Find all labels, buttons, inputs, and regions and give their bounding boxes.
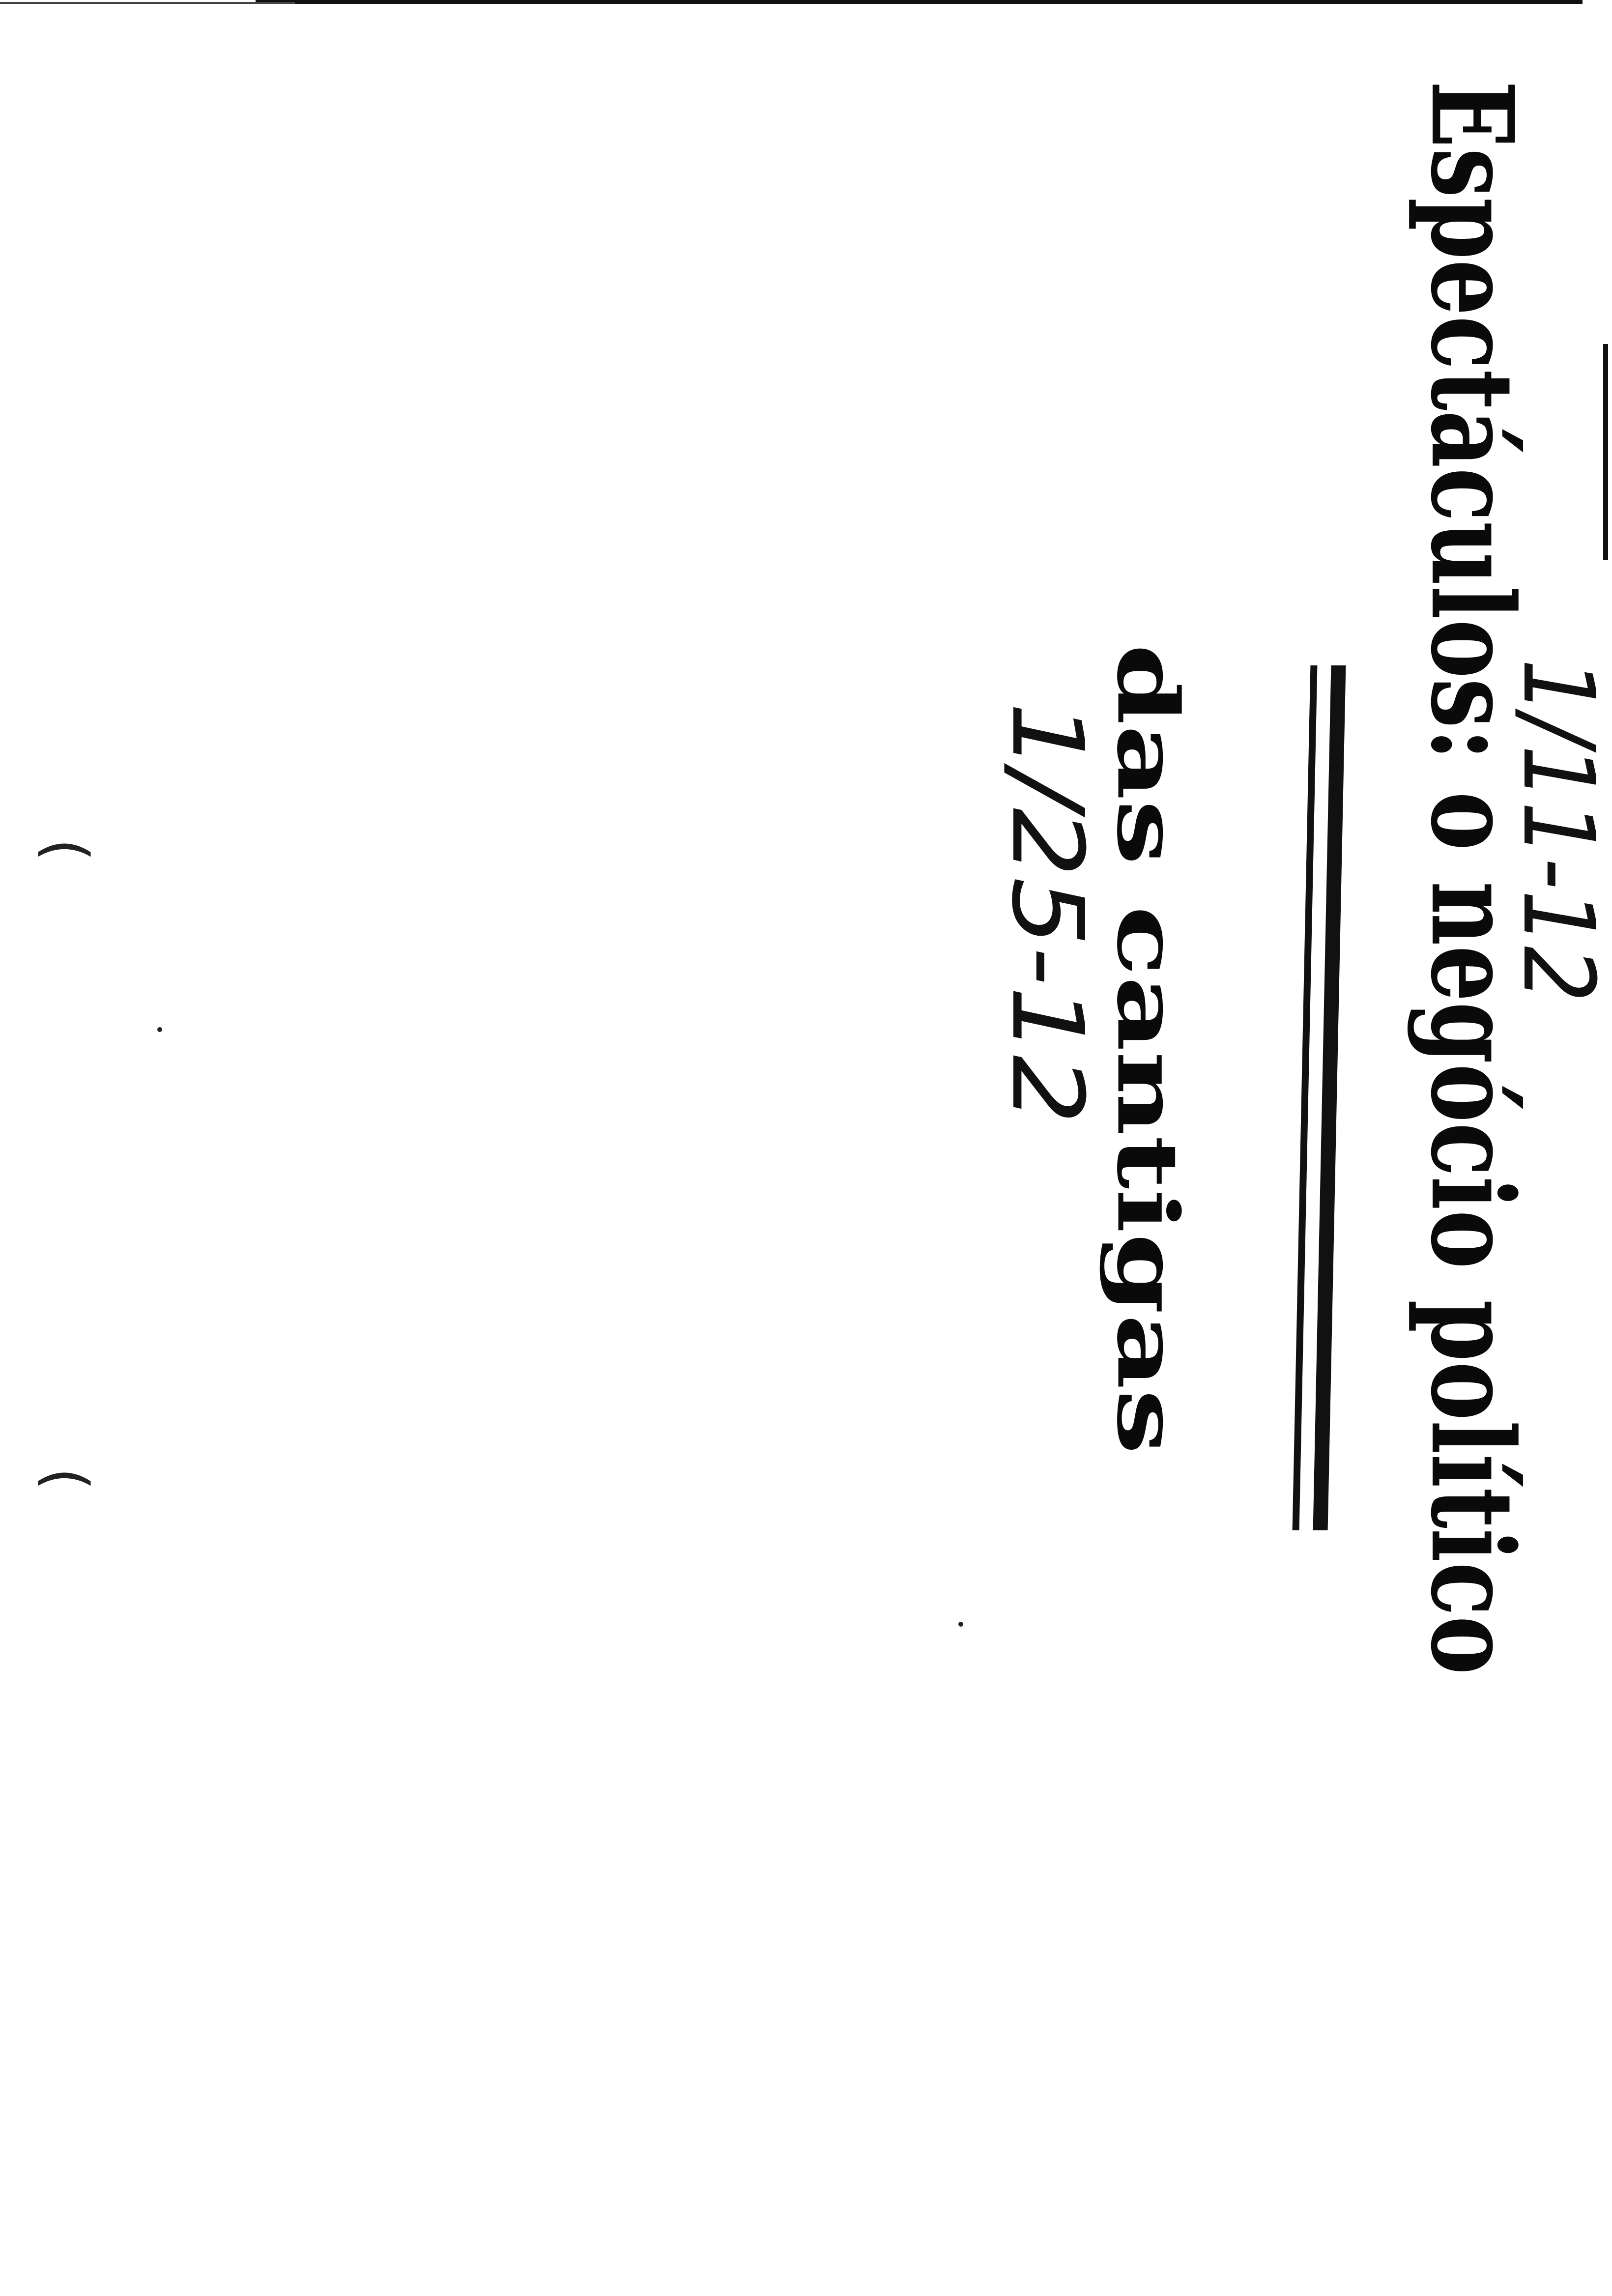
punch-hole-mark: ( bbox=[31, 838, 100, 861]
handwritten-note: 1/25-12 bbox=[990, 702, 1104, 1124]
double-rule-thin bbox=[1292, 665, 1318, 1530]
handwritten-note: 1/11-12 bbox=[1501, 659, 1612, 1003]
punch-hole-mark: ( bbox=[31, 1467, 100, 1491]
top-border-line bbox=[256, 0, 1583, 4]
subheadline: das cantigas bbox=[1098, 644, 1197, 1455]
speck bbox=[958, 1622, 963, 1627]
double-rule-thick bbox=[1313, 665, 1346, 1530]
speck bbox=[157, 1027, 162, 1032]
top-border-line bbox=[0, 2, 295, 4]
side-edge-rule bbox=[1603, 344, 1608, 560]
